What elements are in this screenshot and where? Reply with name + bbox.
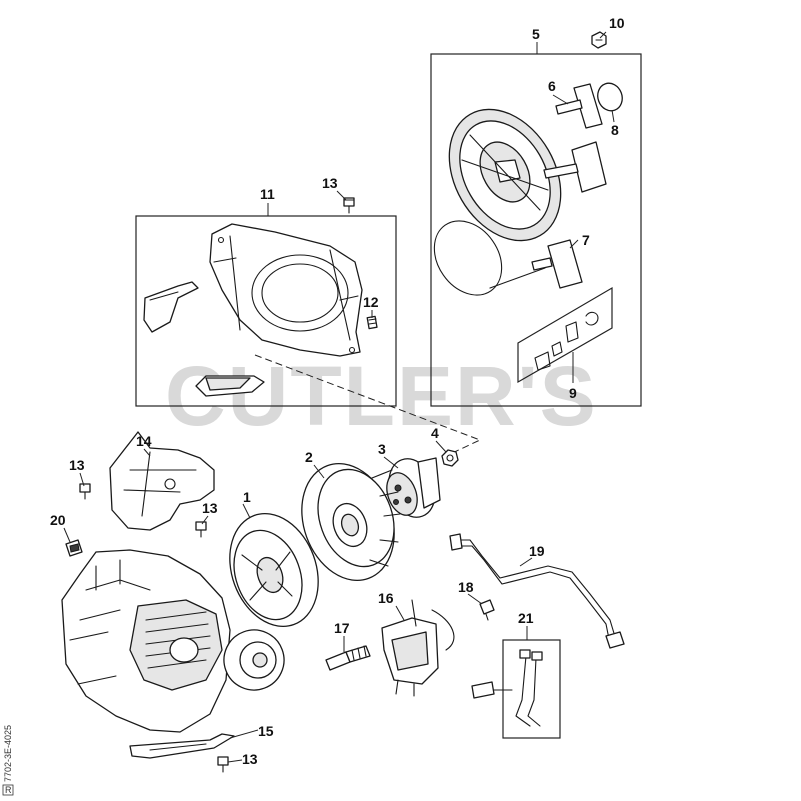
starter-handle-large [543, 141, 607, 193]
callout-18: 18 [458, 579, 474, 595]
callout-4: 4 [431, 425, 439, 441]
callout-5: 5 [532, 26, 540, 42]
callout-10: 10 [609, 15, 625, 31]
leader-2 [313, 464, 325, 479]
callout-13-mid: 13 [202, 500, 218, 516]
leader-8 [611, 109, 615, 123]
callout-21: 21 [518, 610, 534, 626]
callout-13-top: 13 [322, 175, 338, 191]
stop-wire-tube [449, 533, 625, 649]
leader-7 [569, 239, 579, 249]
callout-19: 19 [529, 543, 545, 559]
breather-fitting [65, 539, 83, 557]
starter-handle [555, 83, 603, 129]
leader-20 [63, 527, 71, 543]
leader-16 [395, 605, 405, 621]
bottom-guard-bracket [129, 733, 235, 759]
callout-6: 6 [548, 78, 556, 94]
leader-15 [229, 729, 259, 739]
leader-6 [552, 94, 569, 105]
spark-plug [325, 645, 371, 671]
wire-harness-group-frame [502, 639, 561, 739]
starter-pulley [386, 457, 441, 518]
leader-13-left [79, 472, 85, 487]
callout-13-left: 13 [69, 457, 85, 473]
callout-2: 2 [305, 449, 313, 465]
figure-badge: R [5, 785, 12, 795]
stop-switch-harness [471, 649, 543, 727]
pawl-spring-kit [517, 286, 613, 384]
leader-10 [599, 31, 607, 39]
callout-11: 11 [260, 186, 275, 202]
figure-badge-box [2, 784, 14, 796]
flywheel [301, 462, 401, 582]
leader-13-bottom [227, 759, 243, 763]
callout-20: 20 [50, 512, 66, 528]
ignition-coil [381, 599, 455, 697]
bolt-bottom [217, 756, 229, 773]
clip-nut [366, 315, 378, 330]
figure-code: 7702-3E-4025 [3, 725, 13, 782]
callout-8: 8 [611, 122, 619, 138]
engine-block [61, 549, 285, 733]
callout-7: 7 [582, 232, 590, 248]
callout-9: 9 [569, 385, 577, 401]
alignment-dashed-line [254, 354, 482, 456]
leader-3 [383, 456, 399, 469]
callout-3: 3 [378, 441, 386, 457]
air-guide-plate [143, 281, 199, 333]
leader-19 [519, 557, 533, 567]
bolt-mid [195, 521, 207, 538]
callout-15: 15 [258, 723, 274, 739]
muffler-heat-shield [109, 431, 215, 531]
fan-cover-shroud [209, 223, 363, 357]
leader-13-mid [201, 515, 209, 525]
fan-cover-group-frame [135, 215, 397, 407]
callout-14: 14 [136, 433, 152, 449]
callout-1: 1 [243, 489, 251, 505]
recoil-starter-group-frame [430, 53, 642, 407]
bolt-left [79, 483, 91, 500]
watermark: CUTLER'S [165, 349, 598, 443]
callout-16: 16 [378, 590, 394, 606]
leader-18 [467, 593, 483, 605]
bolt-top [343, 197, 355, 214]
leader-4 [435, 440, 447, 453]
baffle-plate [195, 375, 265, 397]
handle-cap [597, 82, 623, 112]
starter-rope-handle [433, 220, 583, 296]
cooling-fan-housing [229, 512, 319, 628]
leader-14 [143, 448, 151, 457]
callout-13-bottom: 13 [242, 751, 258, 767]
ground-screw [479, 599, 495, 621]
flywheel-nut [441, 449, 459, 467]
leader-13-top [336, 190, 347, 201]
leader-1 [242, 503, 251, 519]
callout-12: 12 [363, 294, 379, 310]
recoil-starter [448, 108, 562, 242]
callout-17: 17 [334, 620, 350, 636]
